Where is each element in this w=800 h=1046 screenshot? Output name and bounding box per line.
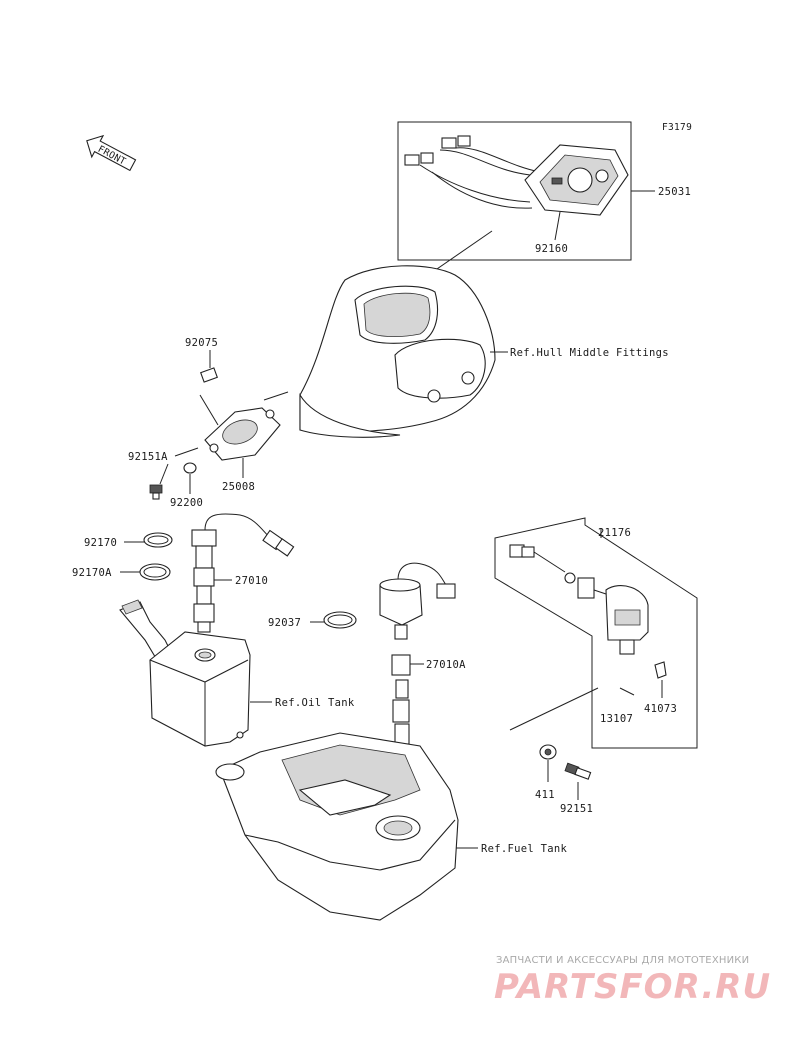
cap-part-icon <box>200 367 218 383</box>
watermark-caption: ЗАПЧАСТИ И АКСЕССУАРЫ ДЛЯ МОТОТЕХНИКИ <box>496 955 749 966</box>
label-sender-27010A: 27010A <box>426 659 466 671</box>
oil-tank <box>119 599 251 747</box>
label-fuel-tank-ref: Ref.Fuel Tank <box>481 843 567 855</box>
meter-icon <box>524 144 629 216</box>
meter-assembly-group: 25031 92160 <box>391 121 691 301</box>
label-washer-92200: 92200 <box>170 497 203 509</box>
label-bolt-92151A: 92151A <box>128 451 168 463</box>
label-clamp-92170: 92170 <box>84 537 117 549</box>
label-cap-92075: 92075 <box>185 337 218 349</box>
label-clamp-92037: 92037 <box>268 617 301 629</box>
hull-middle-fittings: Ref.Hull Middle Fittings <box>299 265 669 438</box>
bolt-92151-icon <box>564 762 592 780</box>
label-meter-cover: 92160 <box>535 243 568 255</box>
label-bolt-92151: 92151 <box>560 803 593 815</box>
label-washer-411: 411 <box>535 789 555 801</box>
oil-level-sender-icon <box>191 513 295 633</box>
label-meter-assy: 25031 <box>658 186 691 198</box>
label-clamp-92170A: 92170A <box>72 567 112 579</box>
bracket-part-icon <box>204 391 289 461</box>
watermark-logo: PARTSFOR.RU <box>494 967 771 1007</box>
front-arrow-icon: FRONT <box>86 134 137 172</box>
sensor-assembly-group: 21176 41073 13107 <box>494 517 698 749</box>
fuel-tank <box>215 732 459 921</box>
clamp-92037-icon <box>323 611 357 629</box>
label-sender-27010: 27010 <box>235 575 268 587</box>
clamp-92170-icon <box>143 532 173 548</box>
label-clip-41073: 41073 <box>644 703 677 715</box>
band-13107-icon <box>619 687 635 696</box>
label-oil-tank-ref: Ref.Oil Tank <box>275 697 355 709</box>
label-sensor-21176: 21176 <box>598 527 631 539</box>
label-band-13107: 13107 <box>600 713 633 725</box>
figure-code: F3179 <box>662 122 692 133</box>
label-hull-middle-ref: Ref.Hull Middle Fittings <box>510 347 669 359</box>
sensor-21176-icon <box>509 544 649 655</box>
label-bracket-25008: 25008 <box>222 481 255 493</box>
clip-41073-icon <box>654 661 667 679</box>
washer-92200-icon <box>183 462 197 474</box>
bolt-92151A-icon <box>149 484 163 500</box>
